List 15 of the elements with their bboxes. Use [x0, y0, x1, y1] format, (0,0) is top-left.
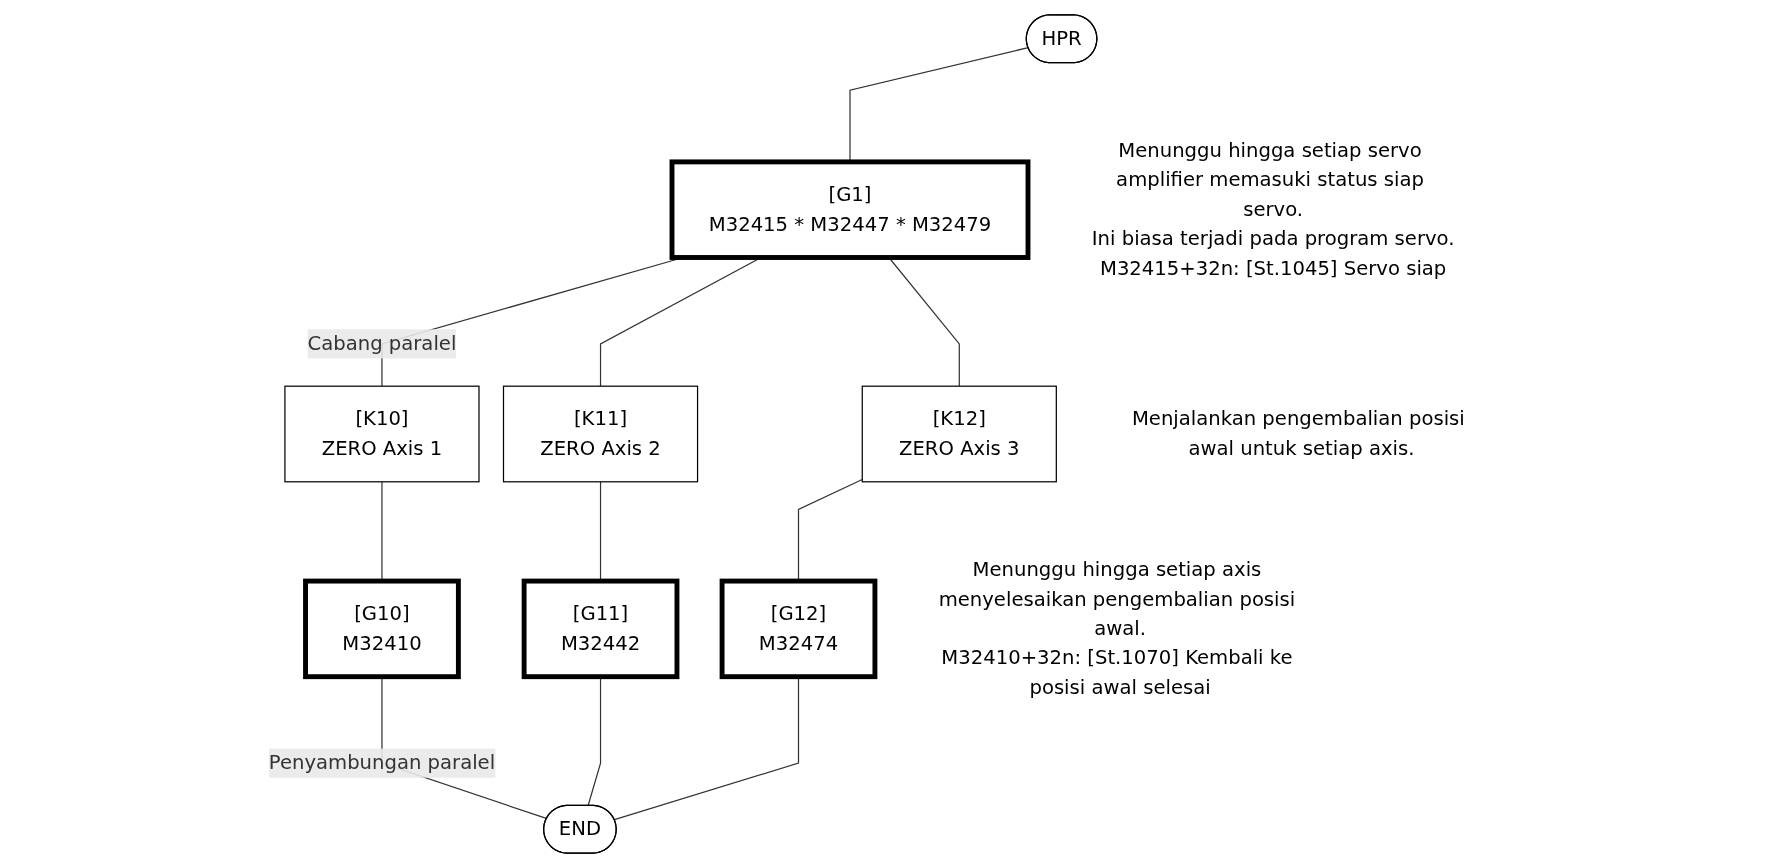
node-box: [K10] ZERO Axis 1 [284, 385, 480, 483]
node-box: [G1] M32415 * M32447 * M32479 [669, 159, 1031, 260]
node-box: [K12] ZERO Axis 3 [861, 385, 1057, 483]
node-box: [G12] M32474 [719, 578, 878, 680]
node-box: [K11] ZERO Axis 2 [502, 385, 699, 483]
node-label: Ini biasa terjadi pada program servo. [1091, 226, 1455, 251]
edge-label: Penyambungan paralel [268, 750, 496, 775]
node-box: [G11] M32442 [521, 578, 680, 680]
node-label: M32415+32n: [St.1045] Servo siap [1100, 256, 1447, 280]
node-label: M32410+32n: [St.1070] Kembali ke posisi awal selesai [941, 646, 1293, 699]
edge-label: Cabang paralel [307, 331, 457, 355]
node-label: Menjalankan pengembalian posisi awal untuk setiap axis. [1131, 407, 1465, 460]
node-box: [G10] M32410 [303, 578, 461, 680]
node-label: Menunggu hingga setiap servo amplifier memasuki status siap servo. [1116, 138, 1424, 221]
node-label: Menunggu hingga setiap axis menyelesaikan pengembalian posisi awal. [938, 557, 1296, 640]
